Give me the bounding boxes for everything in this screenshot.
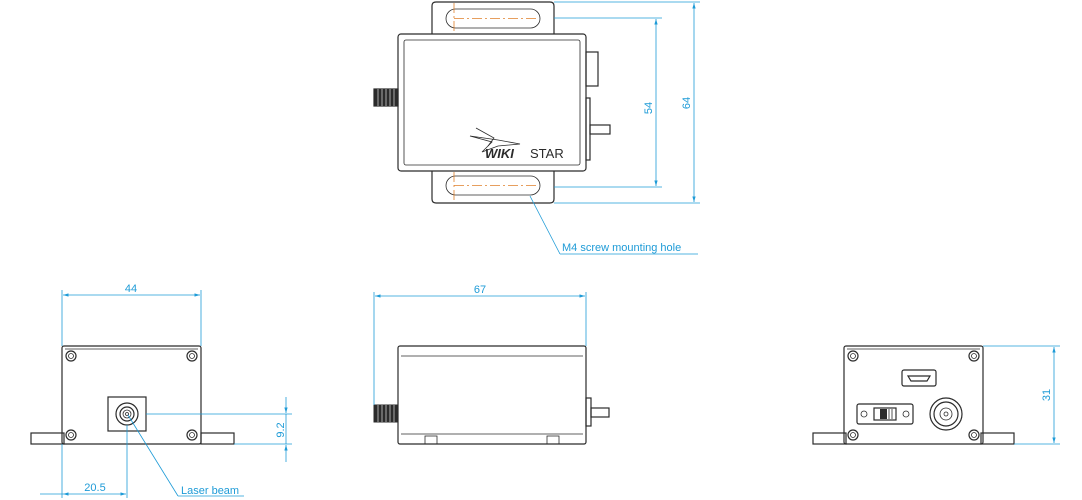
dim-label-64: 64 [681,97,693,109]
top-view-knob [373,88,399,107]
bottom-mounting-flange [431,171,555,204]
bottom-mounting-slot [445,175,541,196]
top-mounting-slot [445,8,541,29]
side-view-pin [590,407,610,418]
brand-logo: WIKI STAR [469,127,564,161]
side-view: 67 [373,284,610,445]
mounting-hole-callout: M4 screw mounting hole [562,242,681,254]
dc-jack-icon [929,397,963,431]
laser-beam-callout: Laser beam [181,485,239,497]
front-left-flange [30,432,65,445]
dim-label-9-2: 9.2 [275,422,287,437]
top-view-pin [589,124,611,135]
star-logo-icon [469,135,521,153]
front-view: 44 9.2 20.5 Laser beam [30,283,292,498]
front-right-flange [200,432,235,445]
dim-label-67: 67 [474,284,486,296]
top-view: WIKI STAR 54 64 M4 screw mounting hole [373,1,700,255]
logo-star-text: STAR [530,146,564,161]
top-view-connector [585,51,599,87]
dim-label-20-5: 20.5 [84,482,105,494]
rear-view: 31 [812,345,1060,445]
dim-label-31: 31 [1041,389,1053,401]
rear-corner-screws [847,350,980,441]
dim-label-44: 44 [125,283,137,295]
side-view-body [397,345,587,445]
rear-right-flange [980,432,1015,445]
front-corner-screws [65,350,198,441]
top-mounting-flange [431,1,555,34]
power-switch-icon [856,403,914,425]
usb-port-icon [901,369,937,387]
dim-label-54: 54 [643,102,655,114]
logo-wiki-text: WIKI [485,146,514,161]
front-view-body [61,345,202,445]
side-view-knob [373,404,399,423]
rear-view-body [843,345,984,445]
rear-left-flange [812,432,847,445]
